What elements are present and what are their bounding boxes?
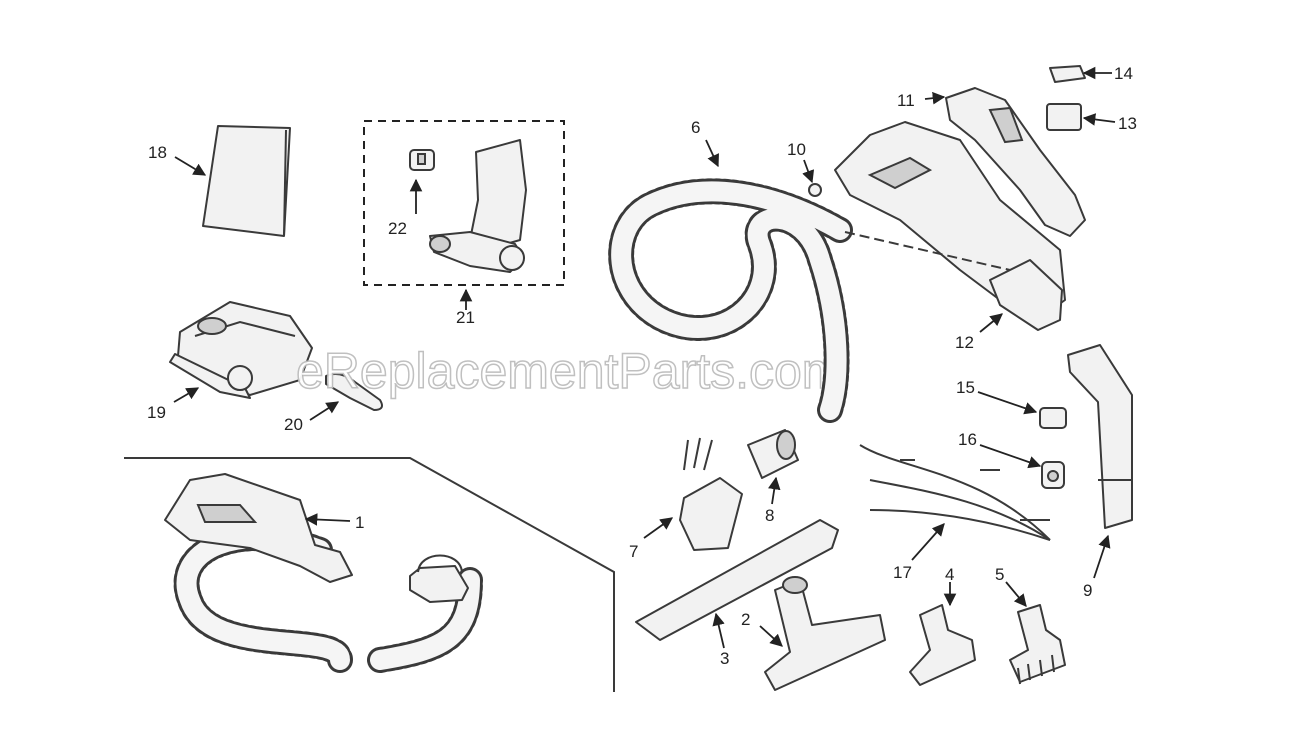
part-4-upholstery-tool bbox=[909, 604, 976, 686]
callout-13: 13 bbox=[1118, 114, 1137, 133]
part-13-switch bbox=[1046, 103, 1082, 131]
callout-22: 22 bbox=[388, 219, 407, 238]
callout-19: 19 bbox=[147, 403, 166, 422]
part-3-crevice-tool bbox=[635, 519, 839, 641]
callout-5: 5 bbox=[995, 565, 1004, 584]
part-8-coupler bbox=[747, 429, 799, 479]
callout-14: 14 bbox=[1114, 64, 1133, 83]
part-5-dusting-brush bbox=[1009, 604, 1066, 685]
callout-7: 7 bbox=[629, 542, 638, 561]
callout-17: 17 bbox=[893, 563, 912, 582]
callout-21: 21 bbox=[456, 308, 475, 327]
part-22-clip bbox=[409, 149, 435, 171]
part-1-hose-assembly bbox=[164, 473, 483, 673]
part-12-handle-body bbox=[834, 121, 1066, 331]
part-2-floor-tool bbox=[764, 576, 886, 691]
callout-10: 10 bbox=[787, 140, 806, 159]
part-16-latch bbox=[1041, 461, 1065, 489]
callout-3: 3 bbox=[720, 649, 729, 668]
callout-11: 11 bbox=[897, 91, 915, 110]
part-14-switch-cap bbox=[1049, 65, 1086, 83]
part-7-connector bbox=[679, 437, 743, 551]
part-9-wand bbox=[1067, 344, 1133, 529]
part-17-wire-harness bbox=[859, 444, 1051, 541]
callout-2: 2 bbox=[741, 610, 750, 629]
part-10-screw bbox=[808, 183, 822, 197]
part-11-handle-top bbox=[945, 87, 1086, 237]
callout-18: 18 bbox=[148, 143, 167, 162]
callout-15: 15 bbox=[956, 378, 975, 397]
part-6-hose bbox=[608, 178, 853, 423]
callout-4: 4 bbox=[945, 565, 954, 584]
part-21-kit-box bbox=[363, 120, 565, 286]
callout-8: 8 bbox=[765, 506, 774, 525]
part-20-belt bbox=[325, 373, 383, 411]
callout-9: 9 bbox=[1083, 581, 1092, 600]
callout-16: 16 bbox=[958, 430, 977, 449]
callout-labels: 1 2 3 4 5 6 7 8 9 10 11 12 13 14 15 16 1… bbox=[147, 64, 1137, 668]
callout-6: 6 bbox=[691, 118, 700, 137]
part-21-nozzle-neck bbox=[429, 139, 527, 273]
callout-1: 1 bbox=[355, 513, 364, 532]
watermark-text: eReplacementParts.com bbox=[296, 343, 843, 399]
callout-20: 20 bbox=[284, 415, 303, 434]
part-19-power-nozzle bbox=[169, 301, 313, 399]
part-18-manual bbox=[202, 125, 291, 237]
kit-boundary-line bbox=[124, 457, 615, 692]
callout-12: 12 bbox=[955, 333, 974, 352]
part-15-clip bbox=[1039, 407, 1067, 429]
